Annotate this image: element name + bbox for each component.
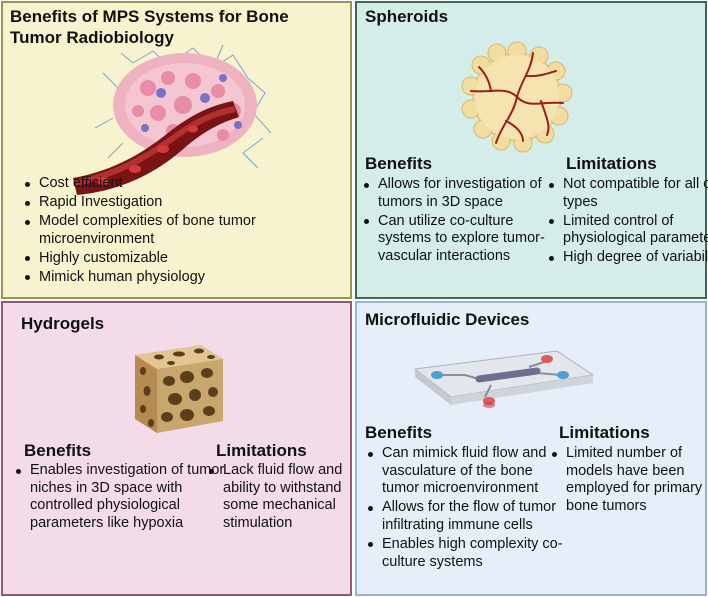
list-item: Limited number of models have been emplo… bbox=[552, 445, 708, 515]
benefits-list: Cost efficient Rapid Investigation Model… bbox=[20, 175, 359, 288]
list-item: Allows for investigation of tumors in 3D… bbox=[364, 176, 553, 211]
list-item: Not compatible for all cell types bbox=[549, 176, 708, 211]
limitations-list: Lack fluid flow and ability to withstand… bbox=[204, 462, 369, 534]
list-item: Cost efficient bbox=[25, 175, 359, 193]
spheroid-illustration bbox=[461, 41, 573, 153]
panel-title: Spheroids bbox=[365, 7, 449, 26]
panel-microfluidic-devices: Microfluidic Devices Benefits Limitation… bbox=[355, 301, 707, 596]
benefits-list: Allows for investigation of tumors in 3D… bbox=[359, 176, 553, 267]
panel-spheroids: Spheroids Benefits Limitations Allows fo… bbox=[355, 1, 708, 299]
benefits-heading: Benefits bbox=[24, 441, 92, 460]
list-item: Allows for the flow of tumor infiltratin… bbox=[368, 499, 568, 534]
list-item: Limited control of physiological paramet… bbox=[549, 213, 708, 248]
panel-benefits-mps: Benefits of MPS Systems for Bone Tumor R… bbox=[1, 1, 352, 299]
list-item: High degree of variability bbox=[549, 249, 708, 267]
list-item: Lack fluid flow and ability to withstand… bbox=[209, 462, 369, 532]
benefits-heading: Benefits bbox=[365, 423, 433, 442]
panel-title: Hydrogels bbox=[21, 314, 105, 333]
panel-hydrogels: Hydrogels Benefits Limitations Enables i… bbox=[1, 301, 352, 596]
microfluidic-chip-illustration bbox=[413, 350, 595, 408]
list-item: Highly customizable bbox=[25, 250, 359, 268]
list-item: Enables high complexity co-culture syste… bbox=[368, 536, 568, 571]
hydrogel-scaffold-illustration bbox=[135, 345, 223, 433]
list-item: Can utilize co-culture systems to explor… bbox=[364, 213, 553, 266]
tumor-vessel-illustration bbox=[73, 44, 272, 195]
limitations-heading: Limitations bbox=[566, 154, 657, 173]
limitations-list: Limited number of models have been emplo… bbox=[547, 445, 708, 517]
benefits-list: Enables investigation of tumor niches in… bbox=[11, 462, 226, 534]
benefits-heading: Benefits bbox=[365, 154, 433, 173]
benefits-list: Can mimick fluid flow and vasculature of… bbox=[363, 445, 568, 573]
limitations-heading: Limitations bbox=[559, 423, 650, 442]
list-item: Can mimick fluid flow and vasculature of… bbox=[368, 445, 568, 498]
limitations-heading: Limitations bbox=[216, 441, 307, 460]
list-item: Model complexities of bone tumor microen… bbox=[25, 213, 359, 248]
list-item: Mimick human physiology bbox=[25, 269, 359, 287]
panel-title: Microfluidic Devices bbox=[365, 310, 530, 329]
list-item: Rapid Investigation bbox=[25, 194, 359, 212]
limitations-list: Not compatible for all cell types Limite… bbox=[544, 176, 708, 268]
list-item: Enables investigation of tumor niches in… bbox=[16, 462, 225, 531]
panel-title: Benefits of MPS Systems for Bone Tumor R… bbox=[10, 7, 289, 47]
